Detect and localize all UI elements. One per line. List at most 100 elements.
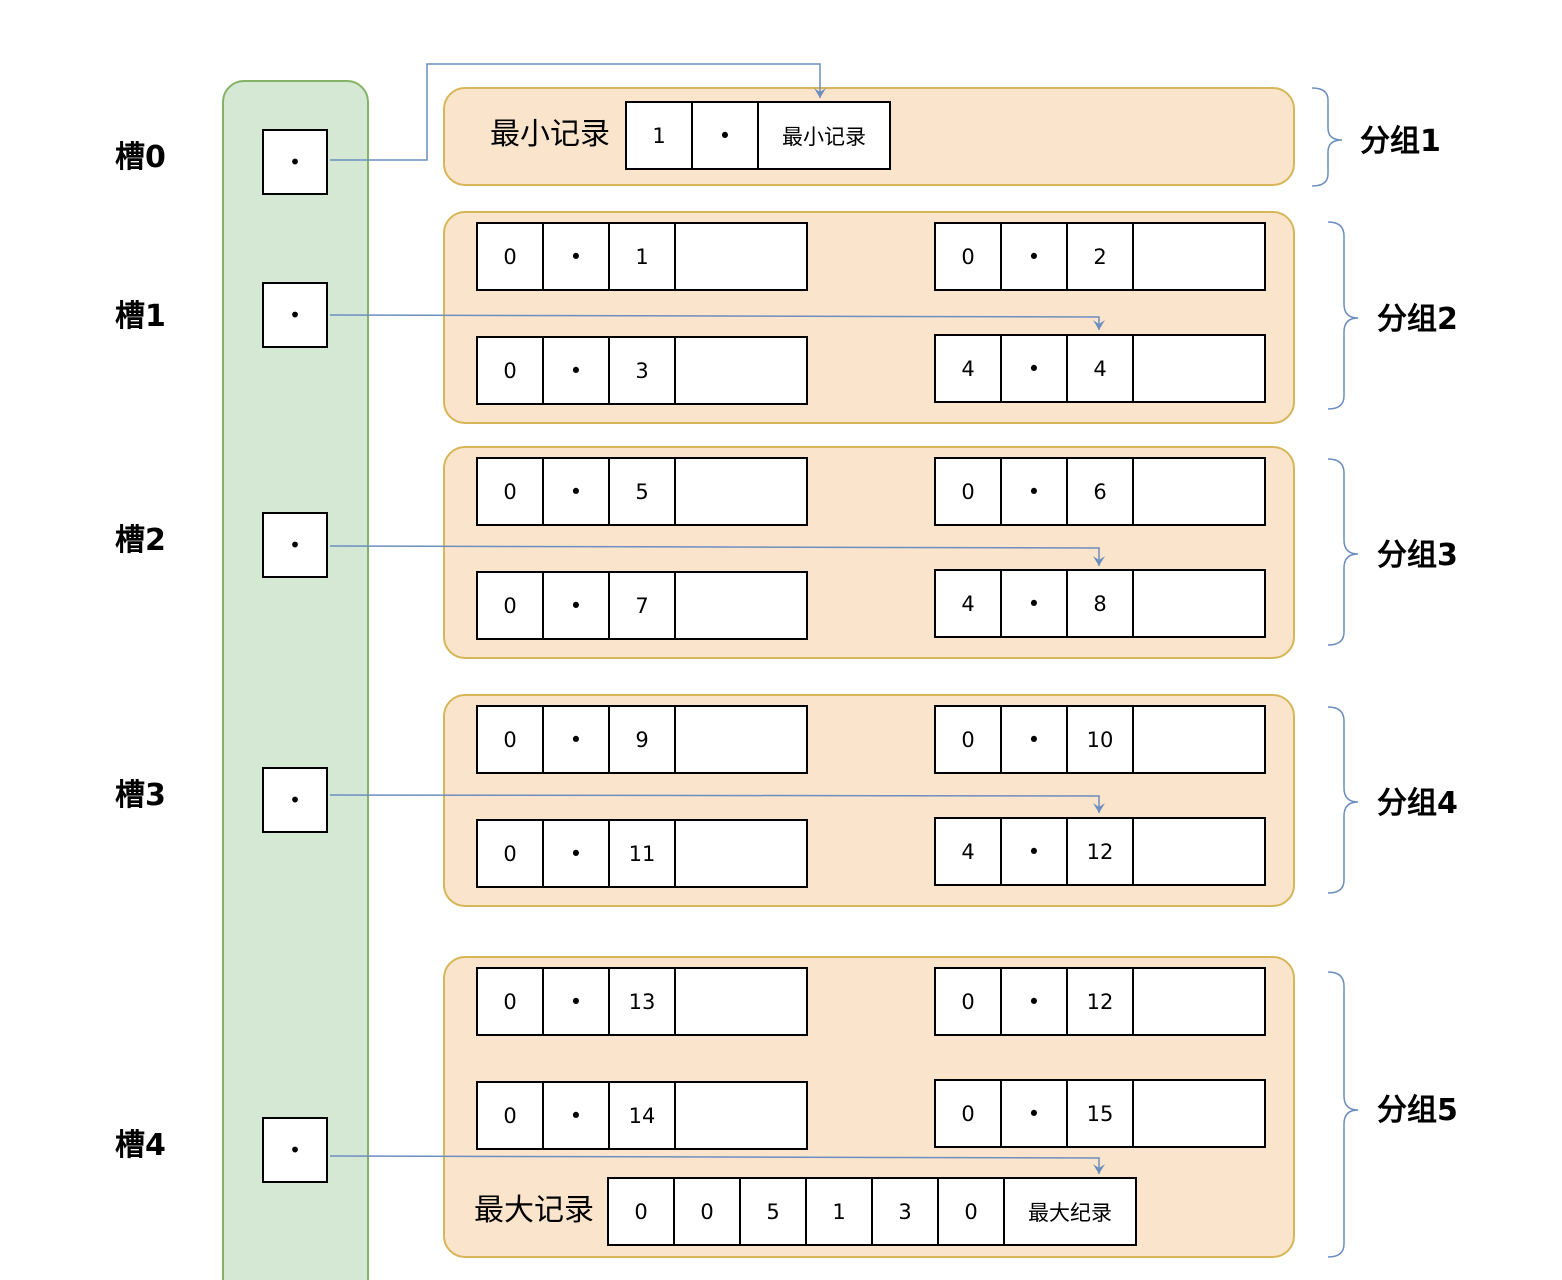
record-pointer: • <box>1002 1081 1068 1146</box>
brace-group-5 <box>1327 971 1359 1258</box>
record: 0 • 13 <box>476 967 808 1036</box>
record-pointer: • <box>544 338 610 403</box>
slot-label-3: 槽3 <box>115 778 166 813</box>
slot-label-1: 槽1 <box>115 299 166 334</box>
slot3-arrow <box>329 794 1105 813</box>
record-n-owned: 0 <box>936 707 1002 772</box>
record-pointer: • <box>544 821 610 886</box>
slot1-arrow <box>329 314 1105 330</box>
record-n-owned: 0 <box>478 224 544 289</box>
record-id: 15 <box>1068 1081 1134 1146</box>
supremum-label: 最大记录 <box>474 1193 594 1228</box>
record-id: 9 <box>610 707 676 772</box>
infimum-cell-1: • <box>693 103 759 168</box>
brace-group-4 <box>1327 706 1359 894</box>
supremum-record: 0 0 5 1 3 0 最大纪录 <box>607 1177 1137 1246</box>
slot-label-4: 槽4 <box>115 1128 166 1163</box>
record: 0 • 3 <box>476 336 808 405</box>
record: 4 • 12 <box>934 817 1266 886</box>
record-n-owned: 4 <box>936 819 1002 884</box>
record-pointer: • <box>544 969 610 1034</box>
record-id: 12 <box>1068 819 1134 884</box>
record-id: 4 <box>1068 336 1134 401</box>
record-n-owned: 0 <box>936 224 1002 289</box>
record-n-owned: 0 <box>478 821 544 886</box>
slot4-arrow <box>329 1155 1105 1174</box>
infimum-cell-2: 最小记录 <box>782 124 866 149</box>
infimum-cell-0: 1 <box>627 103 693 168</box>
record: 4 • 4 <box>934 334 1266 403</box>
slot-label-0: 槽0 <box>115 140 166 175</box>
record-id: 5 <box>610 459 676 524</box>
record-pointer: • <box>544 573 610 638</box>
record: 0 • 9 <box>476 705 808 774</box>
record-n-owned: 0 <box>936 969 1002 1034</box>
group-name-2: 分组2 <box>1377 302 1458 337</box>
record-n-owned: 0 <box>936 1081 1002 1146</box>
group-name-4: 分组4 <box>1377 786 1458 821</box>
record-n-owned: 0 <box>936 459 1002 524</box>
record: 4 • 8 <box>934 569 1266 638</box>
slot-label-2: 槽2 <box>115 523 166 558</box>
infimum-record: 1 • 最小记录 <box>625 101 891 170</box>
record-pointer: • <box>544 224 610 289</box>
record: 0 • 5 <box>476 457 808 526</box>
record: 0 • 10 <box>934 705 1266 774</box>
supremum-cell-5: 0 <box>939 1179 1005 1244</box>
record-id: 8 <box>1068 571 1134 636</box>
record-n-owned: 0 <box>478 969 544 1034</box>
slot-pointer-2: • <box>262 512 328 578</box>
record-id: 11 <box>610 821 676 886</box>
record: 0 • 12 <box>934 967 1266 1036</box>
record-n-owned: 0 <box>478 1083 544 1148</box>
record-id: 13 <box>610 969 676 1034</box>
record: 0 • 14 <box>476 1081 808 1150</box>
supremum-cell-2: 5 <box>741 1179 807 1244</box>
supremum-cell-6: 最大纪录 <box>1028 1200 1112 1225</box>
infimum-label: 最小记录 <box>490 117 610 152</box>
slot-pointer-1: • <box>262 282 328 348</box>
supremum-cell-1: 0 <box>675 1179 741 1244</box>
group-name-1: 分组1 <box>1360 124 1441 159</box>
supremum-cell-0: 0 <box>609 1179 675 1244</box>
group-name-3: 分组3 <box>1377 538 1458 573</box>
record-n-owned: 0 <box>478 338 544 403</box>
record-pointer: • <box>1002 819 1068 884</box>
slot2-arrow <box>329 545 1105 566</box>
record-pointer: • <box>1002 224 1068 289</box>
record-pointer: • <box>1002 336 1068 401</box>
page-directory-column <box>222 80 369 1280</box>
supremum-cell-4: 3 <box>873 1179 939 1244</box>
group-name-5: 分组5 <box>1377 1093 1458 1128</box>
record-n-owned: 4 <box>936 571 1002 636</box>
slot-pointer-0: • <box>262 129 328 195</box>
record-id: 7 <box>610 573 676 638</box>
record: 0 • 7 <box>476 571 808 640</box>
record-pointer: • <box>544 459 610 524</box>
brace-group-3 <box>1327 458 1359 646</box>
record-id: 10 <box>1068 707 1134 772</box>
brace-group-1 <box>1311 87 1343 187</box>
supremum-cell-3: 1 <box>807 1179 873 1244</box>
record-pointer: • <box>1002 571 1068 636</box>
slot0-arrow <box>330 63 826 161</box>
record-n-owned: 0 <box>478 707 544 772</box>
record-pointer: • <box>1002 707 1068 772</box>
record-pointer: • <box>544 707 610 772</box>
record-n-owned: 4 <box>936 336 1002 401</box>
record-id: 12 <box>1068 969 1134 1034</box>
record-id: 6 <box>1068 459 1134 524</box>
record-n-owned: 0 <box>478 459 544 524</box>
record-id: 2 <box>1068 224 1134 289</box>
record: 0 • 6 <box>934 457 1266 526</box>
record-id: 3 <box>610 338 676 403</box>
record-n-owned: 0 <box>478 573 544 638</box>
slot-pointer-4: • <box>262 1117 328 1183</box>
record: 0 • 11 <box>476 819 808 888</box>
record: 0 • 1 <box>476 222 808 291</box>
record: 0 • 15 <box>934 1079 1266 1148</box>
record: 0 • 2 <box>934 222 1266 291</box>
record-id: 1 <box>610 224 676 289</box>
